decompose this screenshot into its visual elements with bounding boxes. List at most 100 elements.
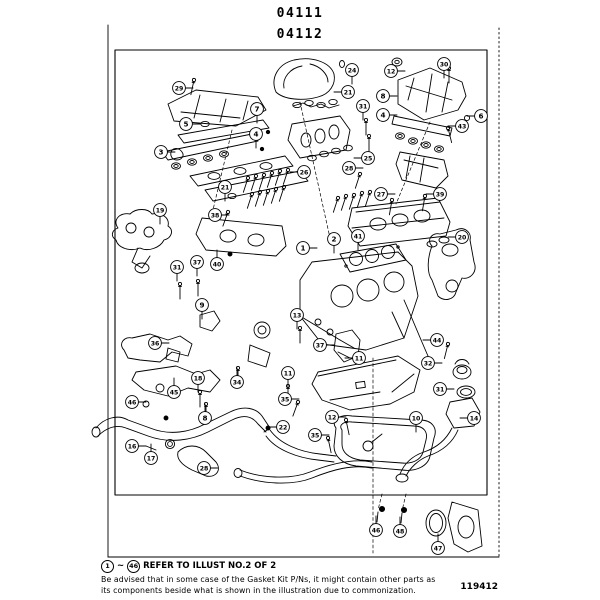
- callout-36: 36: [148, 336, 170, 350]
- svg-text:1: 1: [300, 243, 305, 252]
- svg-text:12: 12: [328, 414, 337, 421]
- callout-26: 26: [289, 165, 311, 179]
- callout-14: 14: [459, 411, 481, 425]
- callout-4: 4: [376, 108, 398, 122]
- callout-31: 31: [356, 99, 370, 121]
- callout-22: 22: [268, 420, 290, 434]
- svg-text:27: 27: [377, 191, 386, 198]
- svg-text:31: 31: [359, 103, 368, 110]
- svg-text:38: 38: [211, 212, 220, 219]
- svg-text:22: 22: [279, 424, 288, 431]
- svg-text:36: 36: [151, 340, 160, 347]
- callout-16: 16: [125, 439, 147, 453]
- svg-text:14: 14: [470, 415, 479, 422]
- svg-text:40: 40: [213, 261, 222, 268]
- assembly-axis-lines: [211, 101, 431, 554]
- svg-text:35: 35: [281, 396, 290, 403]
- callout-24: 24: [345, 63, 359, 85]
- svg-text:3: 3: [158, 147, 163, 156]
- svg-text:35: 35: [311, 432, 320, 439]
- callout-9: 9: [195, 298, 209, 320]
- svg-text:43: 43: [458, 123, 467, 130]
- svg-text:21: 21: [221, 184, 230, 191]
- callout-3: 3: [154, 145, 176, 159]
- water-inlet-group: [395, 341, 481, 483]
- callout-46: 46: [369, 515, 383, 537]
- footer-refer-line: 1 ~ 46 REFER TO ILLUST NO.2 OF 2: [101, 559, 277, 573]
- callout-44: 44: [422, 333, 444, 347]
- callout-40: 40: [210, 249, 224, 271]
- svg-text:11: 11: [284, 370, 293, 377]
- svg-text:12: 12: [387, 68, 396, 75]
- exhaust-manifolds: [111, 209, 476, 300]
- callout-8: 8: [376, 89, 398, 103]
- svg-text:28: 28: [345, 165, 354, 172]
- callout-32: 32: [421, 356, 443, 370]
- svg-text:25: 25: [364, 155, 373, 162]
- svg-text:32: 32: [424, 360, 433, 367]
- callout-2: 2: [327, 232, 341, 254]
- callout-7: 7: [250, 102, 264, 124]
- svg-text:6: 6: [478, 111, 483, 120]
- callout-28: 28: [197, 461, 219, 475]
- callout-range-start: 1: [101, 559, 114, 573]
- callout-8: 8: [198, 403, 212, 425]
- part-number-bottom: 04112: [276, 27, 324, 42]
- callout-31: 31: [433, 382, 455, 396]
- callout-30: 30: [437, 57, 451, 79]
- svg-text:45: 45: [170, 389, 179, 396]
- svg-text:47: 47: [434, 545, 443, 552]
- svg-text:24: 24: [348, 67, 357, 74]
- callout-11: 11: [344, 351, 366, 365]
- svg-text:11: 11: [355, 355, 364, 362]
- svg-text:9: 9: [199, 300, 204, 309]
- callout-12: 12: [325, 410, 347, 424]
- callout-43: 43: [447, 119, 469, 133]
- callout-5: 5: [179, 117, 201, 131]
- callout-25: 25: [353, 151, 375, 165]
- footer-note-line2: its components beside what is shown in t…: [101, 586, 416, 595]
- callout-46: 46: [125, 395, 147, 409]
- footer-note-line1: Be advised that in some case of the Gask…: [101, 575, 436, 584]
- svg-text:8: 8: [380, 91, 385, 100]
- svg-text:31: 31: [436, 386, 445, 393]
- callout-21: 21: [333, 85, 355, 99]
- svg-text:46: 46: [128, 399, 137, 406]
- svg-text:2: 2: [331, 234, 336, 243]
- svg-text:29: 29: [175, 85, 184, 92]
- callout-48: 48: [393, 516, 407, 538]
- page-border: [107, 24, 500, 558]
- callout-12: 12: [384, 64, 406, 78]
- svg-text:31: 31: [173, 264, 182, 271]
- callout-4: 4: [249, 127, 263, 149]
- page-title: 04111 04112: [0, 7, 600, 42]
- callout-37: 37: [190, 255, 204, 277]
- callout-20: 20: [447, 230, 469, 244]
- svg-text:19: 19: [156, 207, 165, 214]
- engine-block: [299, 251, 429, 357]
- callout-18: 18: [191, 371, 205, 393]
- callout-6: 6: [466, 109, 488, 123]
- svg-text:13: 13: [293, 312, 302, 319]
- callout-47: 47: [431, 533, 445, 555]
- valve-cover-left-group: [161, 77, 309, 202]
- intake-plenum-group: [273, 58, 353, 162]
- svg-text:7: 7: [254, 104, 259, 113]
- callout-31: 31: [170, 260, 184, 282]
- rear-seal-group: [376, 501, 483, 553]
- callout-19: 19: [153, 203, 167, 225]
- svg-text:8: 8: [202, 413, 207, 422]
- svg-text:26: 26: [300, 169, 309, 176]
- callout-35: 35: [308, 428, 330, 442]
- svg-text:39: 39: [436, 191, 445, 198]
- svg-text:44: 44: [433, 337, 442, 344]
- callout-38: 38: [208, 208, 230, 222]
- range-tilde: ~: [117, 561, 125, 571]
- callout-10: 10: [409, 411, 423, 433]
- svg-text:18: 18: [194, 375, 203, 382]
- svg-text:48: 48: [396, 528, 405, 535]
- svg-text:37: 37: [193, 259, 202, 266]
- refer-text: REFER TO ILLUST NO.2 OF 2: [143, 561, 277, 571]
- callout-27: 27: [374, 187, 396, 201]
